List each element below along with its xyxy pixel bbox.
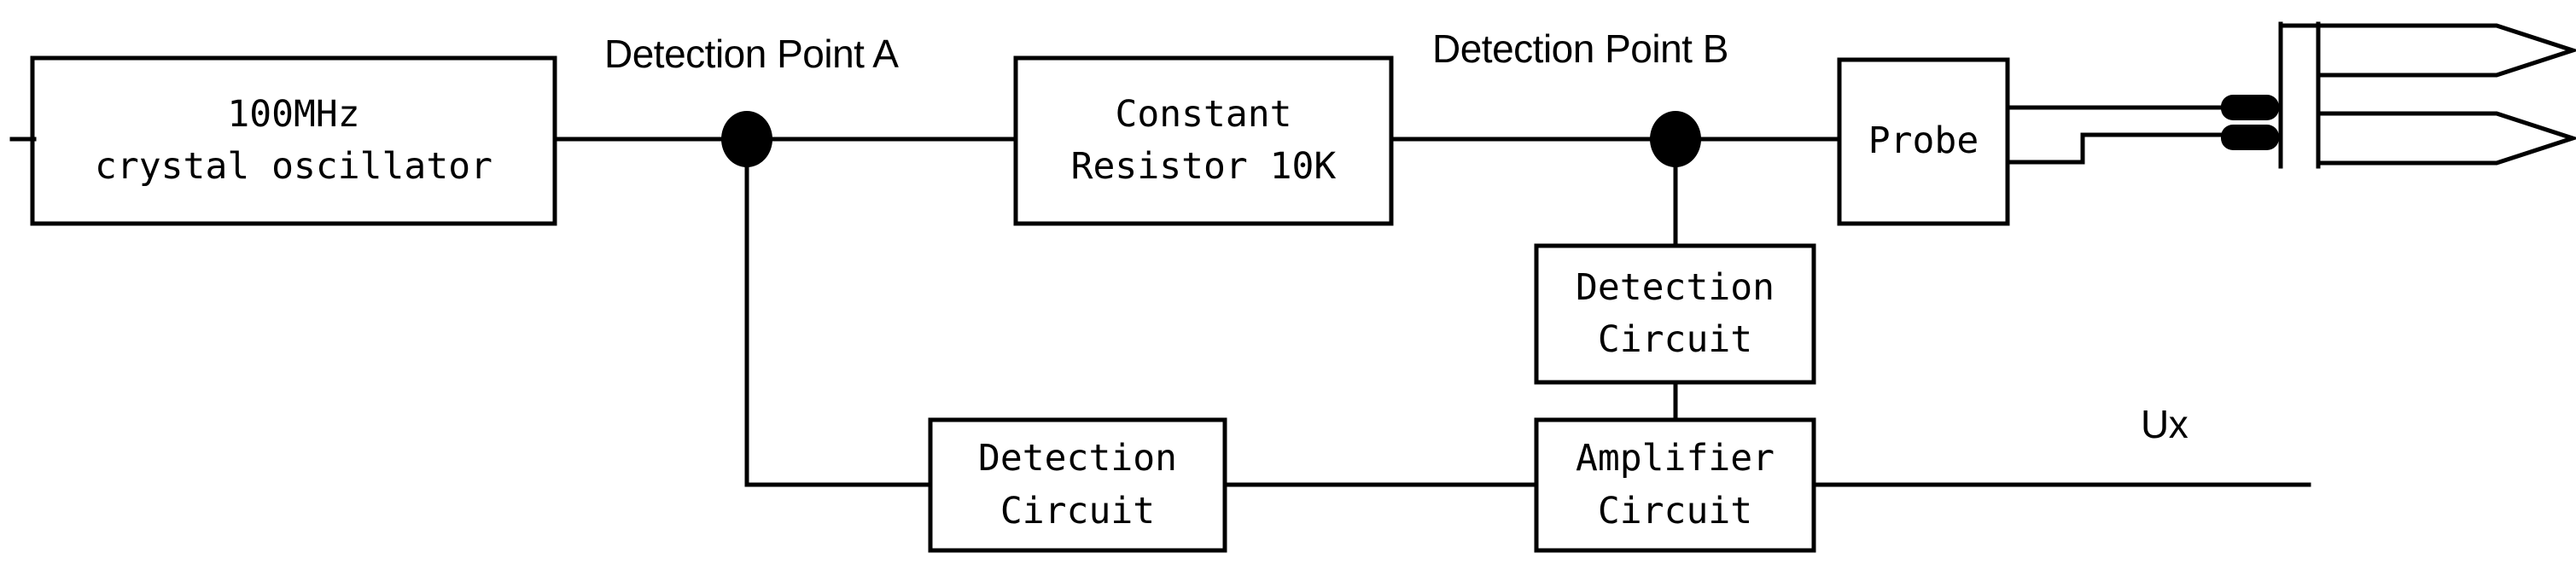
needle-electrode-upper: [2316, 23, 2576, 78]
terminal-pill-lower: [2221, 125, 2279, 150]
needle-electrode-lower: [2316, 111, 2576, 166]
label-output-ux: Ux: [2141, 402, 2188, 446]
block-amplifier-circuit[interactable]: [1534, 417, 1816, 553]
block-crystal-oscillator[interactable]: [30, 55, 557, 226]
block-detection-circuit-lower[interactable]: [928, 417, 1227, 553]
block-constant-resistor[interactable]: [1013, 55, 1394, 226]
label-detection-point-b: Detection Point B: [1432, 26, 1728, 71]
wire-node-a-to-detection-circuit-lower: [744, 143, 933, 487]
block-probe[interactable]: [1837, 57, 2010, 226]
node-detection-point-a[interactable]: [721, 111, 772, 167]
label-detection-point-a: Detection Point A: [604, 32, 899, 76]
wire-probe-to-terminal-lower: [2005, 132, 2232, 165]
block-detection-circuit-upper[interactable]: [1534, 243, 1816, 385]
node-detection-point-b[interactable]: [1650, 111, 1701, 167]
terminal-pill-upper: [2221, 95, 2279, 120]
